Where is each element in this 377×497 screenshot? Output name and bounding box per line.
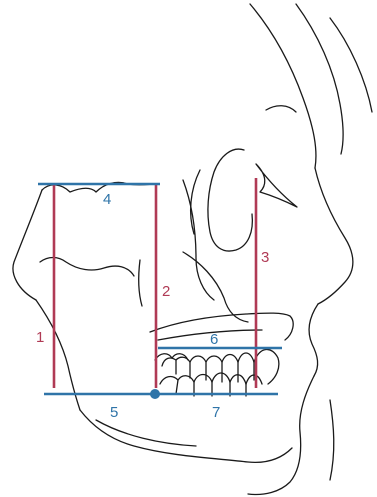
reference-point <box>150 389 160 399</box>
measurement-label-2: 2 <box>162 283 170 300</box>
maxilla-outline <box>150 313 293 340</box>
measurement-label-1: 1 <box>36 329 44 346</box>
nasal-bone <box>315 168 353 304</box>
mandible-inner-border <box>96 420 196 446</box>
measurement-lines <box>38 178 282 399</box>
cranial-contour-outer <box>330 18 372 112</box>
upper-lip-contour <box>309 304 318 376</box>
measurement-label-4: 4 <box>103 191 111 208</box>
skull-outline <box>13 4 372 495</box>
coronoid-notch <box>139 260 142 306</box>
orbit-inner-curve <box>191 170 200 234</box>
condyle-left-edge <box>13 190 42 300</box>
measurement-label-7: 7 <box>212 404 220 421</box>
orbit <box>208 149 252 251</box>
lower-teeth <box>160 373 262 396</box>
measurement-label-6: 6 <box>210 331 218 348</box>
brow-ridge <box>266 106 296 112</box>
forehead-contour <box>250 4 316 168</box>
neck-contour <box>330 400 334 480</box>
measurement-label-5: 5 <box>110 404 118 421</box>
zygomatic-contour <box>183 180 214 300</box>
measurement-label-3: 3 <box>261 249 269 266</box>
nasal-spike <box>256 164 297 207</box>
measurement-labels: 1 2 3 4 5 6 7 <box>36 191 269 421</box>
cheek-contour <box>183 252 248 322</box>
